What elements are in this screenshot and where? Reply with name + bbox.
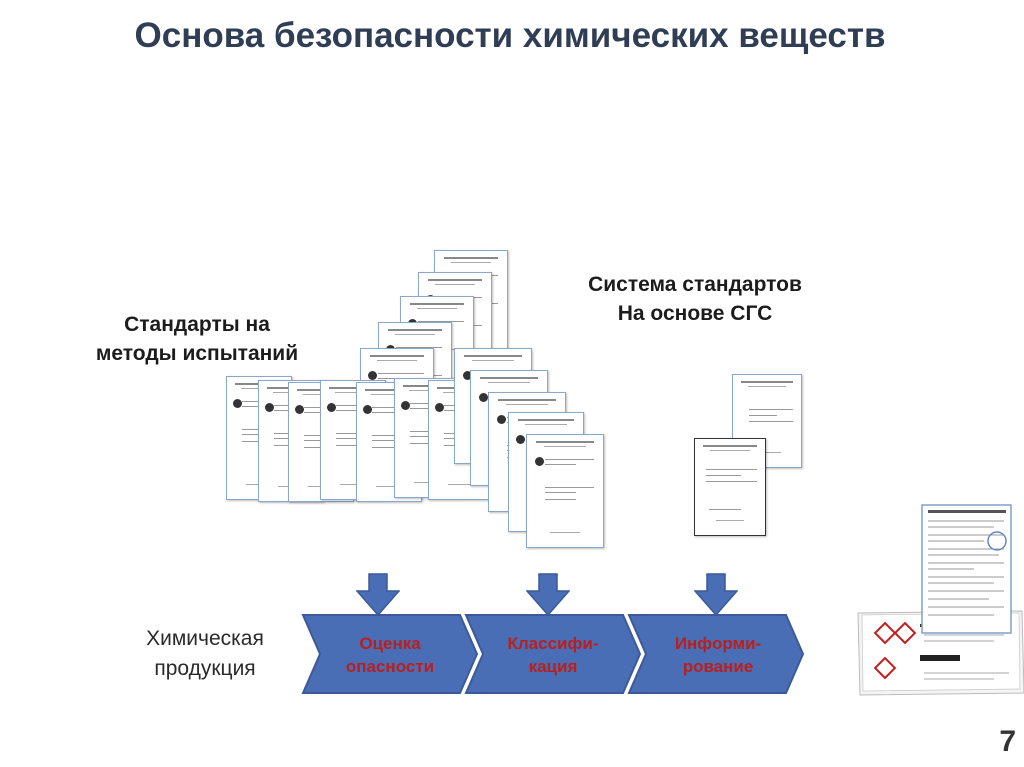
chevron-communication [627,614,805,694]
ghs-standard-document-front [694,438,766,536]
step-label-classification: Классифи-кация [507,634,599,676]
logo-icon [516,435,526,444]
logo-icon [478,393,488,402]
chevron-classification [464,614,642,694]
page-number: 7 [999,725,1016,758]
arrow-down-icon [526,573,570,617]
label-ghs-system: Система стандартов На основе СГС [588,273,802,325]
slide-title: Основа безопасности химических веществ [134,16,886,55]
safety-data-sheet-and-label-illustration [857,504,1024,696]
logo-icon [265,403,275,412]
label-chemical-products: Химическая продукция [146,627,264,680]
logo-icon [295,405,305,414]
logo-icon [233,399,243,408]
process-chevrons [301,614,805,694]
arrow-down-icon [694,573,738,617]
logo-icon [368,371,378,380]
logo-icon [327,403,337,412]
logo-icon [363,405,373,414]
logo-icon [496,415,506,424]
logo-icon [462,371,472,380]
logo-icon [401,401,411,410]
standard-document [526,434,604,548]
hazard-pictogram-icon [873,621,917,680]
stamp-icon [987,531,1007,551]
step-label-hazard-assessment: Оценка опасности [345,634,435,676]
step-label-communication: Информи-рование [674,634,762,676]
logo-icon [534,457,544,466]
arrow-down-icon [356,573,400,617]
chevron-hazard-assessment [301,614,479,694]
logo-icon [435,403,445,412]
label-test-methods: Стандарты на методы испытаний [95,313,299,365]
